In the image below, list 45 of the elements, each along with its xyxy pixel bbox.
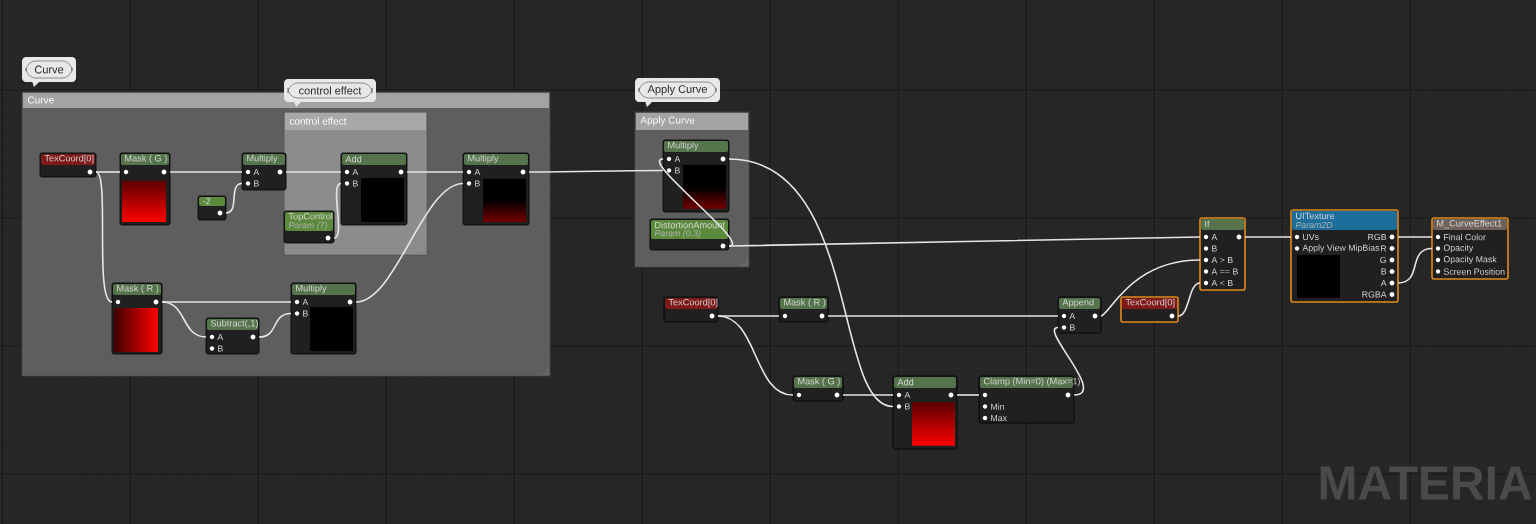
material-node: Subtract(,1) A B xyxy=(205,317,260,355)
material-node: Mask ( G ) xyxy=(792,375,844,402)
wire xyxy=(169,171,243,173)
material-node: Multiply A B xyxy=(662,139,730,213)
wire xyxy=(95,171,113,303)
wire xyxy=(1397,247,1433,284)
material-node: Multiply A B xyxy=(290,282,357,355)
wire xyxy=(258,312,292,338)
material-node: Mask ( R ) xyxy=(778,296,829,323)
wire xyxy=(406,171,464,173)
wire xyxy=(1177,282,1201,317)
material-node: If A B A > B A == B A < B xyxy=(1199,217,1246,291)
wire xyxy=(528,169,664,173)
comment-bubble: control effect xyxy=(284,79,376,107)
wire xyxy=(956,394,980,396)
material-node: Add A B xyxy=(340,152,408,226)
wire xyxy=(728,236,1201,247)
material-node: Multiply A B xyxy=(241,152,287,191)
wire xyxy=(658,158,734,247)
wire xyxy=(225,182,243,214)
comment-bubble: Curve xyxy=(22,57,76,87)
wire xyxy=(355,182,464,303)
material-node: Append A B xyxy=(1057,296,1102,334)
wire xyxy=(1053,326,1085,396)
material-node: M_CurveEffect1 Final Color Opacity Opacity Mask Screen Position xyxy=(1431,217,1509,280)
material-node: TexCoord[0] xyxy=(39,152,97,178)
wire xyxy=(842,394,894,396)
material-node: Multiply A B xyxy=(462,152,530,226)
wire xyxy=(827,315,1059,317)
wire xyxy=(161,301,207,338)
wire xyxy=(1397,236,1433,238)
comment-bubble: Apply Curve xyxy=(635,78,720,107)
material-node: Mask ( R ) xyxy=(111,282,163,355)
wire xyxy=(1244,236,1292,238)
wire xyxy=(717,315,794,396)
material-node: Mask ( G ) xyxy=(119,152,171,226)
material-node: UITexture Param2D UVs RGB Apply View MipBias R G B A RGBA xyxy=(1290,209,1399,303)
wire xyxy=(95,171,121,173)
material-node: TopControl Param (7) xyxy=(283,210,335,244)
material-node: Add A B xyxy=(892,375,958,450)
wire xyxy=(333,182,342,239)
material-node: -2 xyxy=(197,195,227,221)
wire xyxy=(285,171,342,173)
material-node: TexCoord[0] xyxy=(1120,296,1179,323)
wire xyxy=(1100,259,1201,317)
